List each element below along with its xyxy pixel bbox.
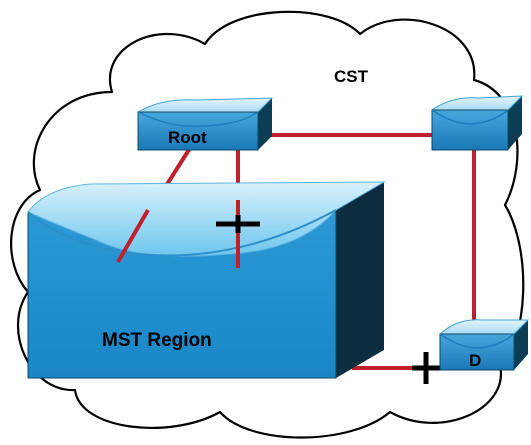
switch-icon	[439, 319, 530, 371]
mst-region-icon	[27, 181, 386, 379]
cloud-label: CST	[334, 67, 369, 86]
switch-icon	[136, 97, 274, 151]
region-label: MST Region	[102, 330, 212, 351]
switch-icon	[431, 95, 524, 151]
designated-switch-label: D	[469, 351, 481, 370]
root-switch-label: Root	[168, 128, 207, 147]
links-overlay	[116, 200, 240, 268]
blocked-port-icon	[412, 352, 440, 384]
blocked-port-icon	[216, 215, 260, 233]
